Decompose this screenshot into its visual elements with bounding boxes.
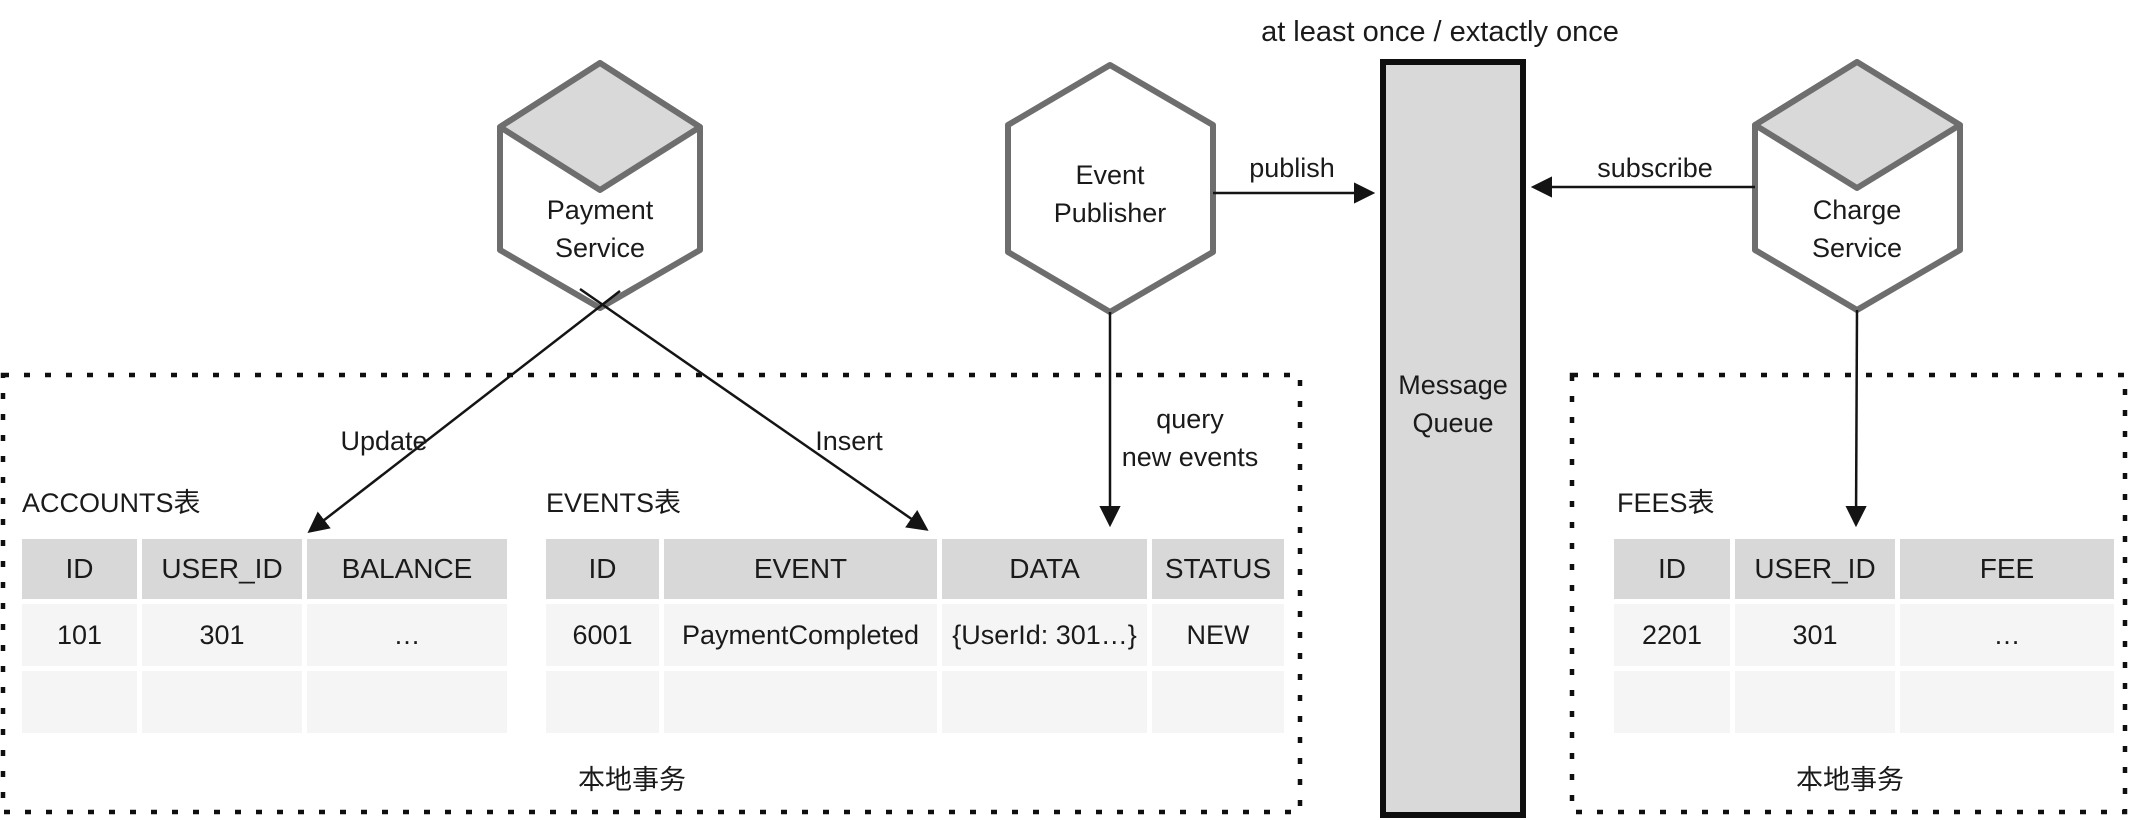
accounts-table-title: ACCOUNTS表 bbox=[22, 488, 201, 518]
event-publisher-label-line2: Publisher bbox=[1053, 198, 1167, 228]
accounts-cell-r2-balance bbox=[307, 671, 507, 733]
fees-header-id: ID bbox=[1614, 539, 1730, 599]
fees-table: ID USER_ID FEE 2201 301 … bbox=[1614, 539, 2114, 733]
events-header-data: DATA bbox=[942, 539, 1147, 599]
events-cell-r2-status bbox=[1152, 671, 1284, 733]
update-arrow-label: Update bbox=[340, 426, 428, 456]
message-queue-label-line2: Queue bbox=[1412, 408, 1494, 438]
events-cell-r1-status: NEW bbox=[1152, 604, 1284, 666]
update-arrow bbox=[307, 290, 621, 533]
payment-service-label-line1: Payment bbox=[546, 195, 654, 225]
charge-service-label: Charge Service bbox=[1812, 191, 1902, 267]
left-transaction-label: 本地事务 bbox=[578, 765, 686, 795]
charge-insert-arrow bbox=[1845, 309, 1867, 528]
fees-cell-r1-user-id: 301 bbox=[1735, 604, 1895, 666]
fees-cell-r1-fee: … bbox=[1900, 604, 2114, 666]
insert-arrow-label: Insert bbox=[815, 426, 883, 456]
events-header-id: ID bbox=[546, 539, 659, 599]
fees-table-title: FEES表 bbox=[1617, 488, 1715, 518]
accounts-header-id: ID bbox=[22, 539, 137, 599]
query-label-line1: query bbox=[1156, 404, 1224, 434]
payment-service-shape bbox=[497, 60, 703, 311]
publish-arrow-label: publish bbox=[1249, 153, 1335, 183]
events-header-status: STATUS bbox=[1152, 539, 1284, 599]
subscribe-arrow-label: subscribe bbox=[1597, 153, 1713, 183]
message-queue-shape bbox=[1380, 59, 1526, 818]
right-transaction-label: 本地事务 bbox=[1796, 765, 1904, 795]
payment-service-label: Payment Service bbox=[547, 191, 654, 267]
accounts-cell-r2-id bbox=[22, 671, 137, 733]
fees-cell-r2-user-id bbox=[1735, 671, 1895, 733]
charge-service-label-line2: Service bbox=[1811, 233, 1903, 263]
event-publisher-label: Event Publisher bbox=[1054, 156, 1167, 232]
event-publisher-label-line1: Event bbox=[1075, 160, 1145, 190]
fees-header-fee: FEE bbox=[1900, 539, 2114, 599]
accounts-cell-r1-balance: … bbox=[307, 604, 507, 666]
accounts-cell-r1-id: 101 bbox=[22, 604, 137, 666]
events-header-event: EVENT bbox=[664, 539, 937, 599]
payment-service-label-line2: Service bbox=[554, 233, 646, 263]
events-cell-r1-id: 6001 bbox=[546, 604, 659, 666]
message-queue-label-line1: Message bbox=[1398, 370, 1508, 400]
accounts-cell-r1-user-id: 301 bbox=[142, 604, 302, 666]
fees-cell-r2-fee bbox=[1900, 671, 2114, 733]
right-transaction-boundary bbox=[1569, 372, 2128, 815]
query-new-events-label: query new events bbox=[1122, 400, 1259, 476]
insert-arrow bbox=[579, 287, 929, 531]
events-cell-r2-event bbox=[664, 671, 937, 733]
query-label-line2: new events bbox=[1121, 442, 1259, 472]
left-transaction-boundary bbox=[0, 372, 1303, 815]
fees-cell-r2-id bbox=[1614, 671, 1730, 733]
charge-service-label-line1: Charge bbox=[1812, 195, 1902, 225]
fees-cell-r1-id: 2201 bbox=[1614, 604, 1730, 666]
accounts-header-user-id: USER_ID bbox=[142, 539, 302, 599]
events-table: ID EVENT DATA STATUS 6001 PaymentComplet… bbox=[546, 539, 1284, 733]
accounts-header-balance: BALANCE bbox=[307, 539, 507, 599]
charge-service-shape bbox=[1752, 59, 1963, 313]
diagram-title: at least once / extactly once bbox=[1261, 16, 1619, 48]
accounts-table: ID USER_ID BALANCE 101 301 … bbox=[22, 539, 507, 733]
message-queue-label: Message Queue bbox=[1398, 366, 1508, 442]
events-table-title: EVENTS表 bbox=[546, 488, 682, 518]
accounts-cell-r2-user-id bbox=[142, 671, 302, 733]
events-cell-r2-data bbox=[942, 671, 1147, 733]
events-cell-r1-event: PaymentCompleted bbox=[664, 604, 937, 666]
events-cell-r1-data: {UserId: 301…} bbox=[942, 604, 1147, 666]
events-cell-r2-id bbox=[546, 671, 659, 733]
fees-header-user-id: USER_ID bbox=[1735, 539, 1895, 599]
